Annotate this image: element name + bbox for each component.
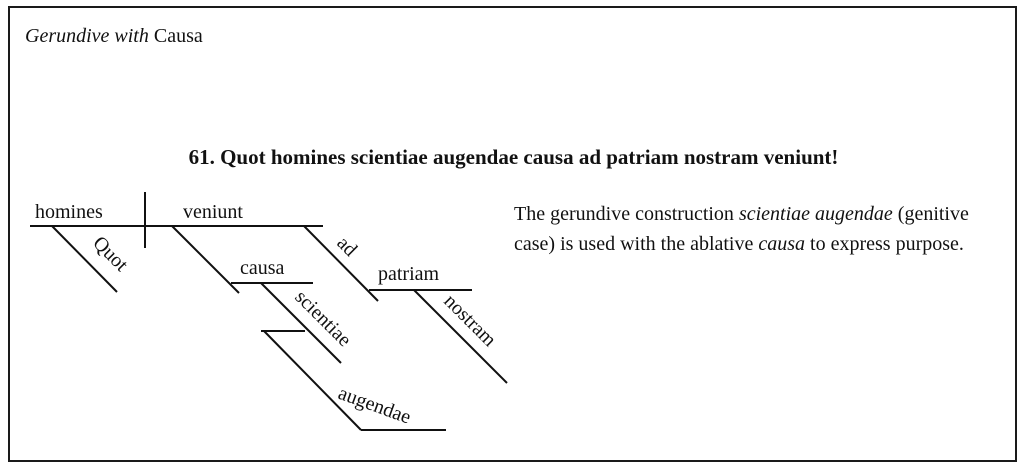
scientiae-word: scientiae [290, 286, 355, 351]
section-title: Gerundive with Causa [25, 25, 203, 48]
page-frame [8, 6, 1017, 462]
nostram-word: nostram [439, 290, 500, 351]
explanation-part1: The gerundive construction [514, 203, 739, 225]
verb-word: veniunt [183, 201, 243, 223]
quot-modifier-line [51, 225, 118, 293]
explanation-part3: to express purpose. [805, 233, 964, 255]
augendae-slant-line [263, 330, 362, 431]
explanation-text: The gerundive construction scientiae aug… [514, 199, 1014, 259]
nostram-modifier-line [413, 289, 508, 384]
patriam-word: patriam [378, 263, 440, 285]
subject-word: homines [35, 201, 103, 223]
explanation-italic2: causa [758, 233, 806, 255]
title-plain: Causa [153, 25, 203, 47]
augendae-word: augendae [335, 382, 414, 429]
title-italic: Gerundive with [25, 25, 149, 47]
causa-connector-line [171, 225, 240, 294]
example-sentence: 61. Quot homines scientiae augendae caus… [188, 145, 839, 169]
scientiae-modifier-line [260, 282, 342, 364]
causa-word: causa [240, 257, 285, 279]
explanation-part2: (genitive case) is used with the ablativ… [514, 203, 969, 255]
explanation-italic1: scientiae augendae [738, 203, 893, 225]
ad-preposition-line [303, 225, 379, 302]
ad-word: ad [332, 232, 361, 261]
